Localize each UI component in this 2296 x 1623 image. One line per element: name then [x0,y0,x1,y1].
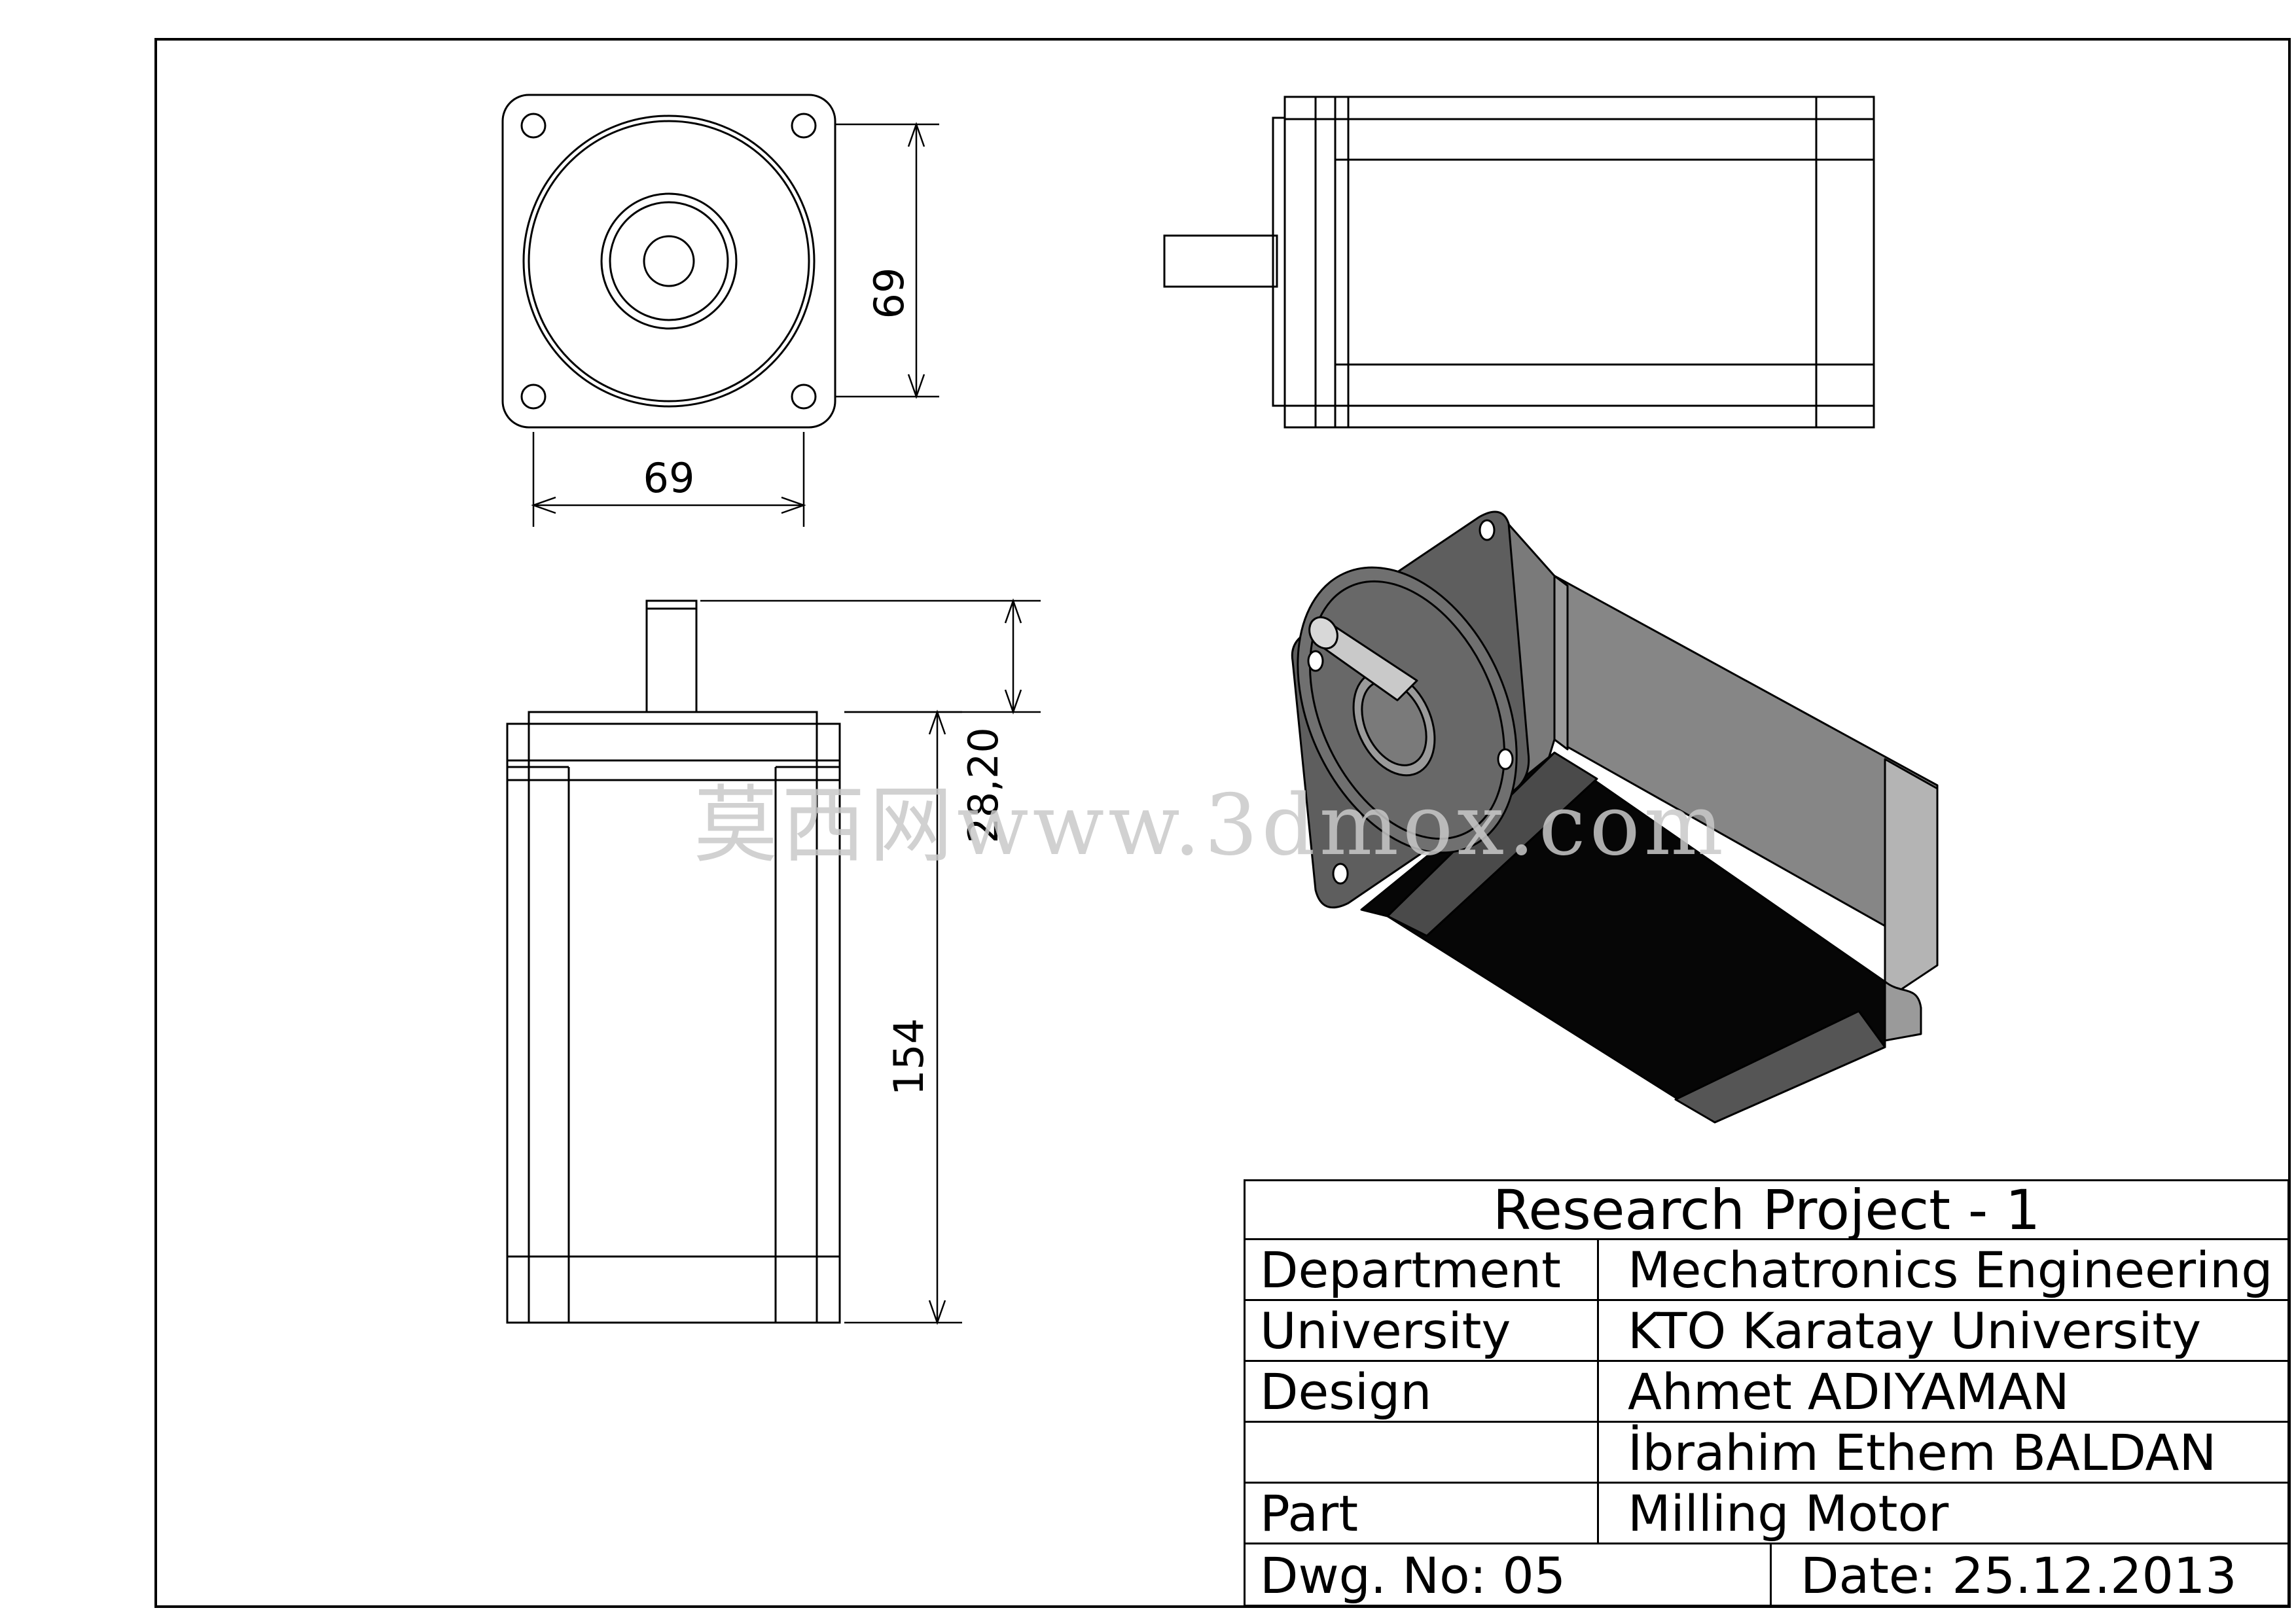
side-shaft [1163,234,1278,288]
title-block-row-university: University KTO Karatay University [1246,1301,2287,1362]
project-title: Research Project - 1 [1492,1181,2041,1238]
dimension-body-length: 154 [885,1018,933,1096]
front-flange [501,94,836,429]
value-university: KTO Karatay University [1628,1301,2202,1360]
value-part: Milling Motor [1628,1484,1949,1543]
front-dimension-vertical [835,122,939,399]
boss-outer [600,192,738,330]
top-view [506,599,841,1324]
top-shaft [645,599,698,713]
value-designer-2: İbrahim Ethem BALDAN [1628,1423,2217,1482]
value-department: Mechatronics Engineering [1628,1240,2273,1299]
title-block-row-department: Department Mechatronics Engineering [1246,1240,2287,1301]
top-flange-lip [528,711,818,725]
top-body [506,722,841,1324]
flange-face-outer [522,115,816,408]
iso-body-end [1884,758,1939,993]
label-part: Part [1246,1484,1599,1543]
drawing-date: Date: 25.12.2013 [1801,1546,2237,1605]
title-block-title-row: Research Project - 1 [1246,1181,2287,1240]
title-block-row-design: Design Ahmet ADIYAMAN [1246,1362,2287,1423]
iso-hole-1 [1307,650,1324,672]
iso-hole-2 [1479,519,1496,541]
label-university: University [1246,1301,1599,1360]
boss-inner [609,201,729,321]
drawing-number: Dwg. No: 05 [1246,1544,1772,1607]
dimension-front-width: 69 [643,454,695,502]
top-dimension-shaft [700,598,1041,715]
iso-body-end-band [1674,1010,1886,1124]
top-dimension-body [844,709,962,1325]
mount-hole-bottom-right [791,383,817,410]
iso-shaft-tip [1308,616,1338,650]
label-department: Department [1246,1240,1599,1299]
title-block: Research Project - 1 Department Mechatro… [1244,1179,2289,1607]
shaft-end [643,235,695,287]
side-view [1163,96,1875,429]
front-view [501,94,836,429]
sheet-border [154,38,2291,1608]
isometric-view [1291,510,1939,1124]
value-designer-1: Ahmet ADIYAMAN [1628,1362,2070,1421]
flange-face-inner [528,120,810,402]
mount-hole-bottom-left [520,383,547,410]
iso-body-chamfer [1553,575,1569,751]
title-block-row-part: Part Milling Motor [1246,1484,2287,1544]
side-body [1283,96,1875,429]
title-block-row-designer-2: İbrahim Ethem BALDAN [1246,1423,2287,1484]
title-block-row-footer: Dwg. No: 05 Date: 25.12.2013 [1246,1544,2287,1607]
iso-hole-3 [1332,863,1349,885]
mount-hole-top-left [520,113,547,139]
front-dimension-horizontal [531,432,806,527]
iso-hole-4 [1497,748,1514,770]
side-flange-lip [1272,116,1286,407]
dimension-shaft-length: 28,20 [960,727,1007,844]
dimension-front-height: 69 [865,268,913,319]
label-design: Design [1246,1362,1599,1421]
iso-end-notch [1884,980,1922,1042]
label-empty [1246,1423,1599,1482]
mount-hole-top-right [791,113,817,139]
watermark: 莫西网www.3dmox.com [694,777,1727,874]
